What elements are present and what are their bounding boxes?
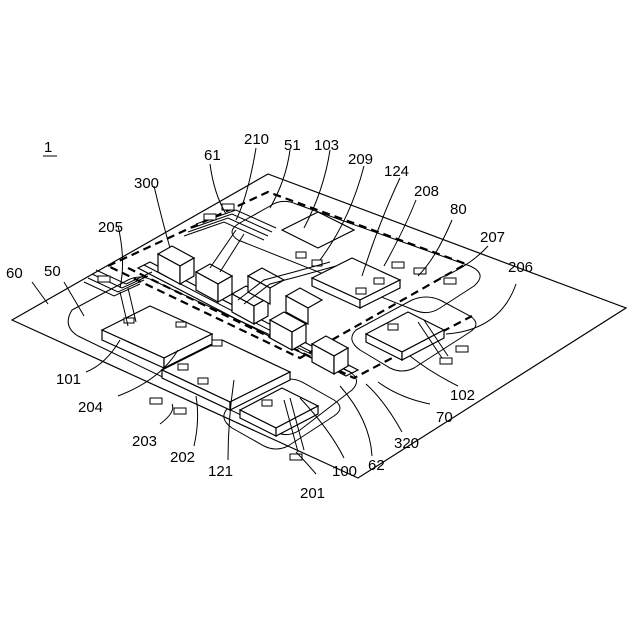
label-208: 208 [414, 183, 439, 200]
component-103 [282, 212, 354, 266]
label-204: 204 [78, 399, 103, 416]
label-61: 61 [204, 147, 221, 164]
chip-2 [196, 264, 232, 302]
chip-300 [158, 246, 194, 284]
label-50: 50 [44, 263, 61, 280]
label-124: 124 [384, 163, 409, 180]
wire-bundle-210 [184, 210, 276, 272]
label-60: 60 [6, 265, 23, 282]
label-101: 101 [56, 371, 81, 388]
label-103: 103 [314, 137, 339, 154]
chip-5 [312, 336, 348, 374]
label-102: 102 [450, 387, 475, 404]
label-51: 51 [284, 137, 301, 154]
label-70: 70 [436, 409, 453, 426]
component-124 [312, 258, 400, 308]
label-202: 202 [170, 449, 195, 466]
label-121: 121 [208, 463, 233, 480]
label-203: 203 [132, 433, 157, 450]
label-207: 207 [480, 229, 505, 246]
label-210: 210 [244, 131, 269, 148]
label-100: 100 [332, 463, 357, 480]
label-206: 206 [508, 259, 533, 276]
label-205: 205 [98, 219, 123, 236]
label-209: 209 [348, 151, 373, 168]
label-201: 201 [300, 485, 325, 502]
figure-label: 1 [44, 139, 52, 156]
component-102 [366, 312, 448, 360]
label-320: 320 [394, 435, 419, 452]
label-80: 80 [450, 201, 467, 218]
label-300: 300 [134, 175, 159, 192]
label-62: 62 [368, 457, 385, 474]
